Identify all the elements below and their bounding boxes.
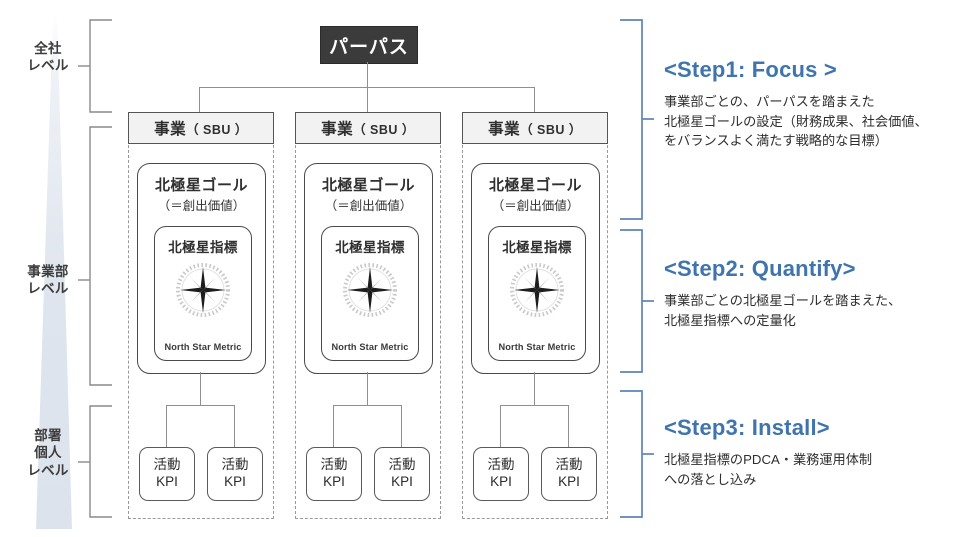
- north-star-metric-box-1[interactable]: 北極星指標 North Star Metric: [154, 226, 252, 361]
- connector-goal-stem-2: [367, 372, 368, 405]
- connector-purpose-drop-1: [199, 87, 200, 112]
- compass-icon-1: [176, 263, 230, 317]
- goal-title-2: 北極星ゴール: [321, 177, 415, 194]
- sbu-label-main-3: 事業: [488, 121, 521, 138]
- sbu-label-sub-1: （ SBU ）: [186, 122, 248, 137]
- sbu-label-main-1: 事業: [154, 121, 187, 138]
- kpi-box-2-1[interactable]: 活動 KPI: [306, 447, 362, 501]
- kpi-line1-2-1: 活動: [320, 457, 348, 473]
- step3-heading: <Step3: Install>: [664, 415, 830, 440]
- goal-subtitle-1: （＝創出価値）: [157, 199, 246, 213]
- bracket-right-step3: [620, 390, 654, 518]
- metric-caption-1: North Star Metric: [164, 342, 242, 352]
- connector-purpose-drop-2: [367, 87, 368, 112]
- sbu-header-2[interactable]: 事業 （ SBU ）: [295, 112, 441, 144]
- metric-title-3: 北極星指標: [502, 240, 572, 255]
- connector-kpi-bus-3: [500, 405, 569, 406]
- north-star-goal-box-2[interactable]: 北極星ゴール （＝創出価値） 北極星指標 North Star Metric: [304, 163, 433, 374]
- metric-title-1: 北極星指標: [168, 240, 238, 255]
- goal-subtitle-2: （＝創出価値）: [324, 199, 413, 213]
- goal-title-1: 北極星ゴール: [154, 177, 248, 194]
- connector-kpi-drop-1-1: [166, 405, 167, 447]
- step1-body: 事業部ごとの、パーパスを踏まえた 北極星ゴールの設定（財務成果、社会価値、 をバ…: [664, 94, 928, 149]
- sbu-header-3[interactable]: 事業 （ SBU ）: [462, 112, 608, 144]
- kpi-line1-1-2: 活動: [221, 457, 249, 473]
- connector-purpose-drop-3: [534, 87, 535, 112]
- bracket-right-step1: [620, 19, 654, 220]
- step1-heading: <Step1: Focus >: [664, 57, 837, 82]
- purpose-box[interactable]: パーパス: [320, 26, 418, 64]
- metric-caption-2: North Star Metric: [331, 342, 409, 352]
- sbu-label-sub-2: （ SBU ）: [353, 122, 415, 137]
- bracket-left-division: [78, 126, 112, 386]
- connector-kpi-drop-2-2: [401, 405, 402, 447]
- step2-heading: <Step2: Quantify>: [664, 256, 856, 281]
- north-star-metric-box-2[interactable]: 北極星指標 North Star Metric: [321, 226, 419, 361]
- north-star-metric-box-3[interactable]: 北極星指標 North Star Metric: [488, 226, 586, 361]
- bracket-right-step2: [620, 229, 654, 373]
- connector-kpi-drop-3-2: [568, 405, 569, 447]
- connector-goal-stem-3: [534, 372, 535, 405]
- sbu-column-container-2: [295, 140, 441, 519]
- kpi-box-3-1[interactable]: 活動 KPI: [473, 447, 529, 501]
- step3-body: 北極星指標のPDCA・業務運用体制 への落とし込み: [664, 452, 873, 487]
- level-label-department: 部署 個人 レベル: [27, 428, 69, 478]
- kpi-line1-1-1: 活動: [153, 457, 181, 473]
- level-label-company: 全社 レベル: [27, 41, 69, 74]
- metric-caption-3: North Star Metric: [498, 342, 576, 352]
- step2-body: 事業部ごとの北極星ゴールを踏まえた、 北極星指標への定量化: [664, 293, 902, 328]
- kpi-box-1-1[interactable]: 活動 KPI: [139, 447, 195, 501]
- kpi-line1-2-2: 活動: [388, 457, 416, 473]
- north-star-goal-box-3[interactable]: 北極星ゴール （＝創出価値） 北極星指標 North Star Metric: [471, 163, 600, 374]
- north-star-goal-box-1[interactable]: 北極星ゴール （＝創出価値） 北極星指標 North Star Metric: [137, 163, 266, 374]
- kpi-line1-3-2: 活動: [555, 457, 583, 473]
- connector-purpose-stem: [367, 62, 368, 88]
- metric-title-2: 北極星指標: [335, 240, 405, 255]
- kpi-line2-1-1: KPI: [156, 474, 178, 489]
- compass-icon-2: [343, 263, 397, 317]
- goal-subtitle-3: （＝創出価値）: [491, 199, 580, 213]
- goal-title-3: 北極星ゴール: [488, 177, 582, 194]
- sbu-column-container-1: [128, 140, 274, 519]
- compass-icon-3: [510, 263, 564, 317]
- sbu-header-1[interactable]: 事業 （ SBU ）: [128, 112, 274, 144]
- kpi-line2-3-2: KPI: [558, 474, 580, 489]
- kpi-box-2-2[interactable]: 活動 KPI: [374, 447, 430, 501]
- connector-kpi-drop-3-1: [500, 405, 501, 447]
- connector-kpi-drop-1-2: [234, 405, 235, 447]
- kpi-line2-2-1: KPI: [323, 474, 345, 489]
- kpi-line2-3-1: KPI: [490, 474, 512, 489]
- connector-goal-stem-1: [200, 372, 201, 405]
- level-label-division: 事業部 レベル: [27, 264, 69, 297]
- kpi-line2-2-2: KPI: [391, 474, 413, 489]
- kpi-line1-3-1: 活動: [487, 457, 515, 473]
- kpi-box-1-2[interactable]: 活動 KPI: [207, 447, 263, 501]
- sbu-column-container-3: [462, 140, 608, 519]
- connector-kpi-bus-1: [166, 405, 235, 406]
- kpi-box-3-2[interactable]: 活動 KPI: [541, 447, 597, 501]
- connector-kpi-drop-2-1: [333, 405, 334, 447]
- sbu-label-sub-3: （ SBU ）: [520, 122, 582, 137]
- kpi-line2-1-2: KPI: [224, 474, 246, 489]
- sbu-label-main-2: 事業: [321, 121, 354, 138]
- connector-kpi-bus-2: [333, 405, 402, 406]
